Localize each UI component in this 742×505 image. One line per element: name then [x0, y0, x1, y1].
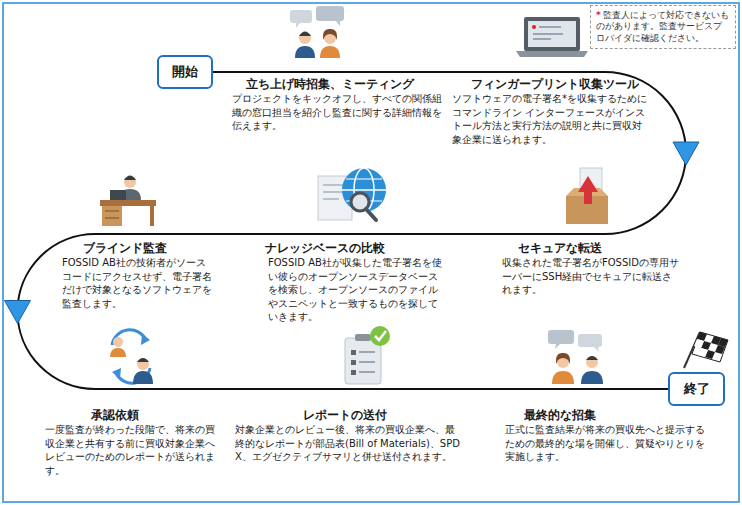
icon-part — [133, 371, 153, 384]
terminal-label: 終了 — [684, 380, 710, 398]
icon-part — [295, 46, 315, 58]
icon-part — [299, 32, 311, 44]
step-heading: 最終的な招集 — [490, 408, 630, 423]
step-heading: 承認依頼 — [60, 408, 170, 423]
laptop-icon — [516, 17, 588, 57]
icon-part — [342, 168, 386, 212]
icon-part — [584, 190, 592, 204]
icon-part — [586, 356, 598, 360]
icon-part — [105, 210, 119, 212]
icon-part — [320, 46, 340, 58]
start-terminal: 開始 — [157, 55, 213, 89]
icon-part — [533, 38, 551, 40]
icon-part — [718, 338, 728, 347]
icon-part — [110, 190, 126, 200]
chat-icon — [548, 330, 603, 384]
icon-part — [137, 358, 149, 362]
icon-part — [323, 198, 339, 200]
box-icon — [566, 168, 608, 224]
checkered-flag — [684, 332, 728, 368]
icon-part — [110, 348, 126, 357]
direction-triangle — [5, 301, 31, 324]
icon-part — [351, 350, 356, 355]
step-heading: ナレッジベースの比較 — [240, 241, 410, 256]
icon-part — [323, 184, 345, 186]
icon-part — [323, 191, 345, 193]
icon-part — [539, 26, 561, 28]
icon-part — [359, 351, 375, 353]
icon-part — [555, 344, 560, 349]
icon-part — [581, 371, 603, 384]
step-heading: セキュアな転送 — [490, 241, 630, 256]
icon-part — [296, 23, 300, 28]
step-body: 収集された電子署名がFOSSIDの専用サーバーにSSH経由でセキュアに転送されま… — [502, 256, 682, 297]
icon-part — [346, 178, 382, 179]
step-heading: レポートの送付 — [270, 408, 420, 423]
icon-part — [102, 206, 122, 226]
globe-icon — [318, 168, 386, 220]
icon-part — [351, 360, 356, 365]
checklist-icon — [345, 326, 390, 384]
icon-part — [578, 176, 598, 192]
icon-part — [552, 371, 574, 384]
icon-part — [375, 331, 386, 340]
step-body: FOSSID AB社の技術者がソースコードにアクセスせず、電子署名だけで対象とな… — [62, 256, 212, 310]
icon-part — [524, 17, 580, 51]
step-body: 対象企業とのレビュー後、将来の買収企業へ、最終的なレポートが部品表(Bill o… — [235, 423, 460, 464]
icon-part — [113, 337, 123, 347]
desk-icon — [100, 176, 156, 227]
icon-part — [124, 176, 136, 181]
icon-part — [366, 209, 376, 220]
icon-part — [323, 29, 337, 40]
note-text: 監査人によって対応できないものがあります。監査サービスプロバイダに確認ください。 — [596, 10, 729, 43]
flow-line — [18, 72, 687, 389]
icon-part — [351, 370, 356, 375]
approval-icon — [110, 330, 153, 384]
step-body: FOSSID AB社が収集した電子署名を使い彼らのオープンソースデータベースを検… — [268, 256, 443, 324]
icon-part — [533, 33, 563, 35]
terminal-label: 開始 — [172, 63, 198, 81]
end-terminal: 終了 — [668, 372, 725, 406]
icon-part — [124, 176, 136, 188]
step-body: ソフトウェアの電子署名*を収集するためにコマンドライン インターフェースがインス… — [452, 92, 648, 146]
step-heading: フィンガープリント収集ツール — [460, 77, 650, 92]
icon-part — [594, 347, 599, 352]
icon-part — [578, 334, 602, 347]
icon-part — [692, 332, 728, 362]
icon-part — [694, 339, 704, 348]
step-body: 一度監査が終わった段階で、将来の買収企業と共有する前に買収対象企業へレビューのた… — [45, 423, 215, 477]
icon-part — [105, 217, 119, 219]
icon-part — [290, 10, 312, 23]
icon-part — [370, 326, 390, 346]
icon-part — [336, 21, 340, 26]
icon-part — [556, 353, 570, 364]
direction-triangle — [673, 142, 699, 165]
icon-part — [150, 206, 154, 226]
icon-part — [355, 334, 371, 341]
icon-part — [528, 21, 576, 47]
icon-part — [342, 189, 386, 191]
icon-part — [141, 334, 150, 345]
icon-part — [316, 6, 344, 21]
icon-part — [532, 25, 536, 29]
kickoff-icon — [290, 6, 344, 58]
icon-part — [137, 358, 149, 370]
icon-part — [359, 371, 375, 373]
step-heading: ブラインド監査 — [65, 241, 185, 256]
icon-part — [299, 32, 311, 37]
icon-part — [359, 361, 375, 363]
note-box: *監査人によって対応できないものがあります。監査サービスプロバイダに確認ください… — [590, 5, 736, 49]
step-body: 正式に監査結果が将来の買収先へと提示するための最終的な場を開催し、質疑やりとりを… — [505, 423, 710, 464]
icon-part — [548, 330, 574, 344]
icon-part — [112, 368, 121, 379]
step-body: プロジェクトをキックオフし、すべての関係組織の窓口担当を紹介し監査に関する詳細情… — [232, 92, 442, 133]
icon-part — [516, 51, 588, 57]
note-mark: * — [596, 10, 601, 20]
icon-part — [100, 200, 156, 206]
step-heading: 立ち上げ時招集、ミーティング — [230, 77, 430, 92]
icon-part — [586, 356, 598, 368]
icon-part — [698, 348, 708, 357]
